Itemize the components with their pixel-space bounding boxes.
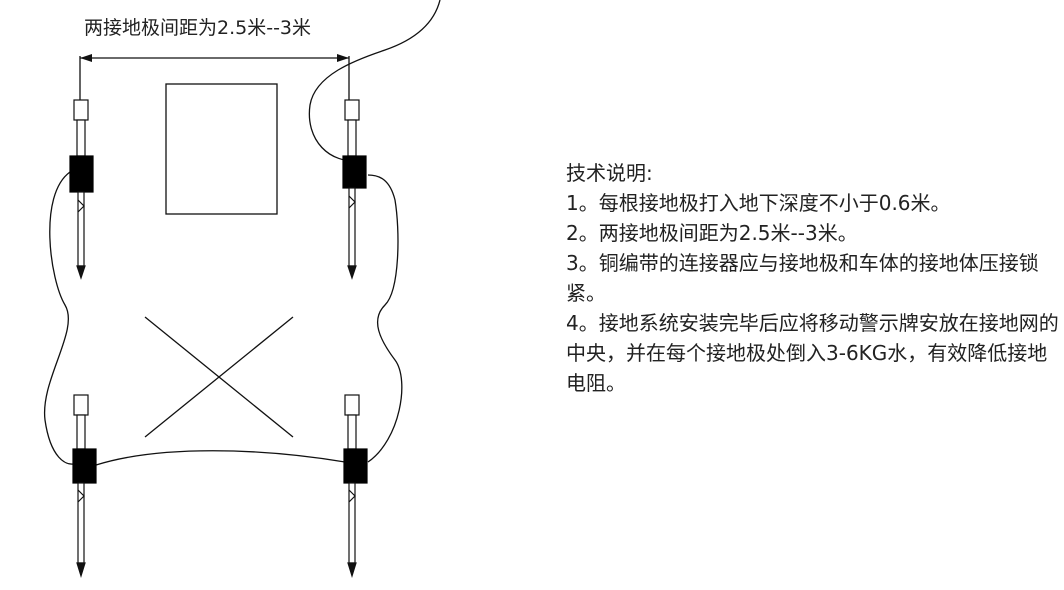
clamp-bottom-right [343,448,368,484]
note-item-4: 4。接地系统安装完毕后应将移动警示牌安放在接地网的中央，并在每个接地极处倒入3-… [566,311,1059,395]
clamp-bottom-left [72,448,97,484]
note-item-1: 1。每根接地极打入地下深度不小于0.6米。 [566,191,951,215]
technical-notes: 技术说明: 1。每根接地极打入地下深度不小于0.6米。 2。两接地极间距为2.5… [566,158,1064,398]
spacing-label: 两接地极间距为2.5米--3米 [84,17,311,39]
note-item-3: 3。铜编带的连接器应与接地极和车体的接地体压接锁紧。 [566,251,1039,305]
note-item-2: 2。两接地极间距为2.5米--3米。 [566,221,858,245]
grounding-rod-top-right [342,99,367,280]
clamp-top-right [342,155,367,189]
warning-sign [165,83,278,215]
grounding-rod-bottom-left [72,394,97,579]
grounding-rod-top-left [69,99,94,280]
notes-title: 技术说明: [566,161,653,185]
center-x-marker [144,316,294,438]
clamp-top-left [69,155,94,193]
copper-braid-loop [43,0,441,466]
dimension-line [79,54,350,100]
grounding-rod-bottom-right [343,394,368,579]
